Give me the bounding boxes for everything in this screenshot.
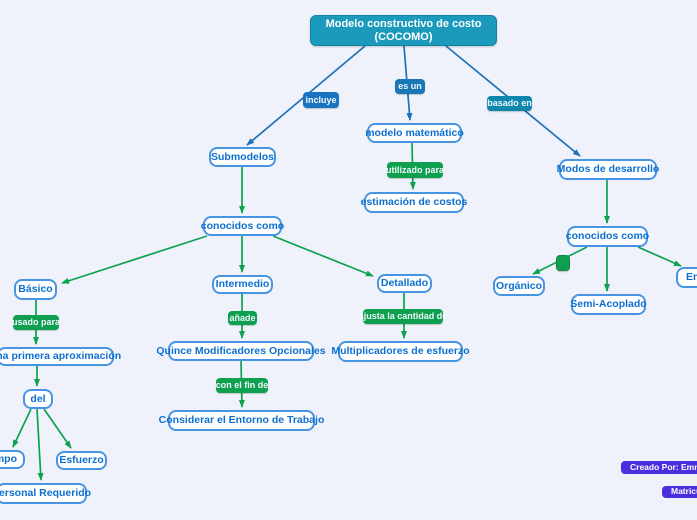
edge-label-ajusta-cantidad[interactable]: ajusta la cantidad de <box>359 309 447 324</box>
node-una-primera-aproximacion[interactable]: una primera aproximación <box>0 347 121 366</box>
annotation-creado-por[interactable]: Creado Por: Emm <box>621 461 697 474</box>
edge-conocidos1-detallado[interactable] <box>272 235 374 277</box>
edge-label-es-un[interactable]: es un <box>395 79 425 94</box>
node-considerar-entorno[interactable]: Considerar el Entorno de Trabajo <box>159 410 324 431</box>
node-esfuerzo[interactable]: Esfuerzo <box>56 451 107 470</box>
node-submodelos[interactable]: Submodelos <box>209 147 276 167</box>
annotation-matricula[interactable]: Matricu <box>662 486 697 498</box>
node-modos-desarrollo[interactable]: Modos de desarrollo <box>557 159 659 180</box>
node-quince-modificadores[interactable]: Quince Modificadores Opcionales <box>156 341 326 361</box>
edge-label-anade[interactable]: añade <box>228 311 257 325</box>
edge-label-basado-en[interactable]: basado en <box>487 96 532 111</box>
node-detallado[interactable]: Detallado <box>377 274 432 293</box>
node-empotrado[interactable]: Em <box>676 267 697 288</box>
node-organico[interactable]: Orgánico <box>493 276 545 296</box>
node-basico[interactable]: Básico <box>14 279 57 300</box>
edge-label-usado-para[interactable]: usado para <box>12 315 60 330</box>
node-conocidos-como-1[interactable]: conocidos como <box>201 216 284 236</box>
node-estimacion-de-costos[interactable]: estimación de costos <box>361 192 467 213</box>
node-intermedio[interactable]: Intermedio <box>212 275 273 294</box>
node-personal-requerido[interactable]: Personal Requerido <box>0 483 91 504</box>
edge-conocidos1-basico[interactable] <box>61 235 208 284</box>
green-chip[interactable] <box>556 255 570 271</box>
edge-del-personal[interactable] <box>36 408 44 481</box>
edge-conocidos2-empotrado[interactable] <box>637 246 682 267</box>
node-conocidos-como-2[interactable]: conocidos como <box>566 226 649 247</box>
node-semi-acoplado[interactable]: Semi-Acoplado <box>570 294 647 315</box>
edge-del-tiempo[interactable] <box>12 408 32 448</box>
edge-label-utilizado-para[interactable]: utilizado para <box>386 162 444 178</box>
edge-del-esfuerzo[interactable] <box>43 408 72 449</box>
edge-label-con-el-fin-de[interactable]: con el fin de <box>216 378 268 393</box>
edge-label-incluye[interactable]: incluye <box>303 92 339 108</box>
node-del[interactable]: del <box>23 389 53 409</box>
node-multiplicadores-esfuerzo[interactable]: Multiplicadores de esfuerzo <box>331 341 470 362</box>
node-modelo-matematico[interactable]: modelo matemático <box>365 123 464 143</box>
node-tiempo[interactable]: mpo <box>0 450 25 469</box>
topic-cocomo[interactable]: Modelo constructivo de costo (COCOMO) <box>310 15 497 46</box>
